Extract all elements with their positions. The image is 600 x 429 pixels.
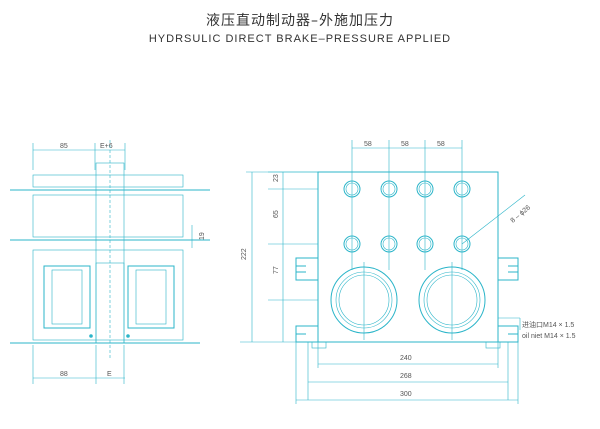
dim-222: 222 xyxy=(241,248,248,260)
dim-300: 300 xyxy=(400,391,412,398)
port-label-en: oil niet M14 × 1.5 xyxy=(522,333,576,340)
dim-holes: 8 – ϕ26 xyxy=(510,204,532,224)
dim-19: 19 xyxy=(199,232,206,240)
dim-240: 240 xyxy=(400,355,412,362)
dim-77: 77 xyxy=(273,266,280,274)
dim-e-plus-6: E+6 xyxy=(100,143,113,150)
dim-e: E xyxy=(107,371,112,378)
dim-58-c: 58 xyxy=(437,141,445,148)
left-view: 85 E+6 19 88 E xyxy=(10,140,210,384)
dim-268: 268 xyxy=(400,373,412,380)
title-english: HYDRSULIC DIRECT BRAKE–PRESSURE APPLIED xyxy=(148,33,452,45)
title-chinese: 液压直动制动器–外施加压力 xyxy=(206,13,394,29)
dim-85: 85 xyxy=(60,143,68,150)
dim-65: 65 xyxy=(273,210,280,218)
dim-88: 88 xyxy=(60,371,68,378)
dim-58-b: 58 xyxy=(401,141,409,148)
dim-23: 23 xyxy=(273,174,280,182)
right-view: 58 58 58 xyxy=(240,140,576,404)
dim-58-a: 58 xyxy=(364,141,372,148)
port-label-cn: 进油口M14 × 1.5 xyxy=(522,320,574,329)
